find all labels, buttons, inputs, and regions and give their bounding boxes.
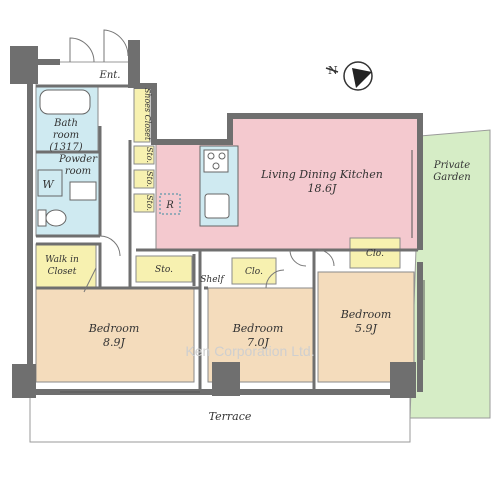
label-bed3-name: Bedroom [340,308,392,321]
closet-3 [349,237,401,269]
washbasin [69,181,97,201]
label-bath-1: Bath [53,118,78,129]
label-closet-2: Clo. [245,267,263,277]
door-swings [69,29,335,293]
label-bath-size: (1317) [49,142,82,153]
stove [203,149,229,173]
label-powder-1: Powder [58,154,98,165]
label-storage-2: Sto. [145,171,154,187]
label-closet-3: Clo. [366,249,384,259]
label-walkin-1: Walk in [45,255,79,265]
label-storage-3: Sto. [145,195,154,211]
label-bed2-name: Bedroom [232,322,284,335]
entrance-area [35,61,135,87]
closet-2 [231,257,277,285]
label-powder-2: room [65,166,91,177]
label-washer: W [42,178,55,191]
walls [10,40,423,398]
label-hall-storage: Sto. [155,265,173,275]
label-ldk-size: 18.6J [308,182,337,195]
label-bed1-name: Bedroom [88,322,140,335]
label-ldk-name: Living Dining Kitchen [260,168,383,181]
bathtub [39,89,91,115]
storage-3 [133,193,155,213]
storage-2 [133,169,155,189]
label-shelf: Shelf [200,275,225,285]
label-shoes-closet: Shoes Closet [143,88,152,141]
storage-1 [133,145,155,165]
living-dining-kitchen [155,117,419,251]
windows [60,150,425,393]
kitchen-sink [204,193,230,219]
walk-in-closet [35,243,97,289]
label-storage-1: Sto. [145,147,154,163]
label-entrance: Ent. [99,70,121,81]
label-terrace: Terrace [209,410,252,423]
label-bed1-size: 8.9J [103,336,125,349]
fridge-space [159,193,181,215]
label-bath-2: room [53,130,79,141]
north-arrow-icon: N [325,61,373,91]
label-bed2-size: 7.0J [247,336,269,349]
watermark: Ken Corporation Ltd. [185,343,314,359]
washer-space [37,169,63,197]
label-garden-2: Garden [433,172,471,183]
label-walkin-2: Closet [48,267,77,277]
toilet [45,209,67,227]
label-garden-1: Private [433,160,470,171]
hall-storage [135,255,193,283]
label-bed3-size: 5.9J [355,322,377,335]
bedroom-1 [35,287,195,383]
svg-text:N: N [328,64,338,77]
label-fridge: R [165,200,174,211]
